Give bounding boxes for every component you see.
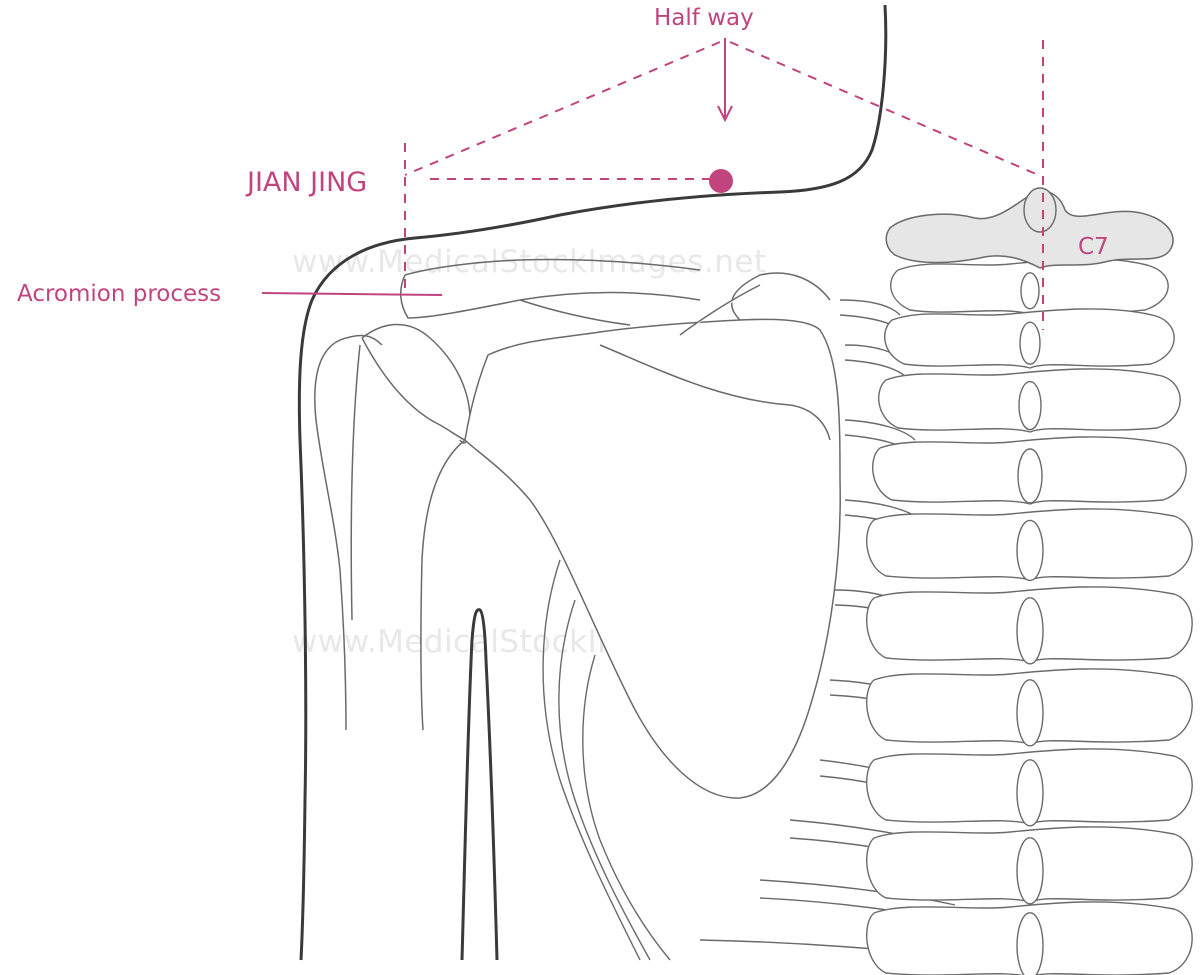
c7-vertebra [885,187,1174,269]
spinous-process [1020,272,1040,310]
spinous-process [1018,380,1042,431]
jian-jing-point [709,169,733,193]
acromion-leader-line [261,292,443,296]
spinous-process [1016,759,1044,827]
watermark-top: www.MedicalStockImages.net [292,244,767,280]
scapula [464,272,841,799]
spinous-process [1016,912,1044,975]
half-way-left-guide [404,41,721,176]
c7-label: C7 [1078,234,1109,260]
measurement-guides [404,40,1044,330]
spinous-process [1016,837,1044,905]
spinous-process [1016,519,1044,582]
vertebral-column [866,258,1193,975]
body-outline [297,4,888,961]
spinous-process [1019,321,1041,365]
half-way-label: Half way [654,5,754,31]
scapular-spine [400,258,701,326]
spinous-process [1016,679,1044,747]
half-way-arrow [717,38,733,123]
acromion-process-label: Acromion process [17,281,221,307]
jian-jing-label: JIAN JING [245,167,367,198]
half-way-right-guide [729,41,1044,178]
spinous-process [1016,597,1044,665]
humerus [314,334,466,731]
spinous-process [1017,448,1043,504]
